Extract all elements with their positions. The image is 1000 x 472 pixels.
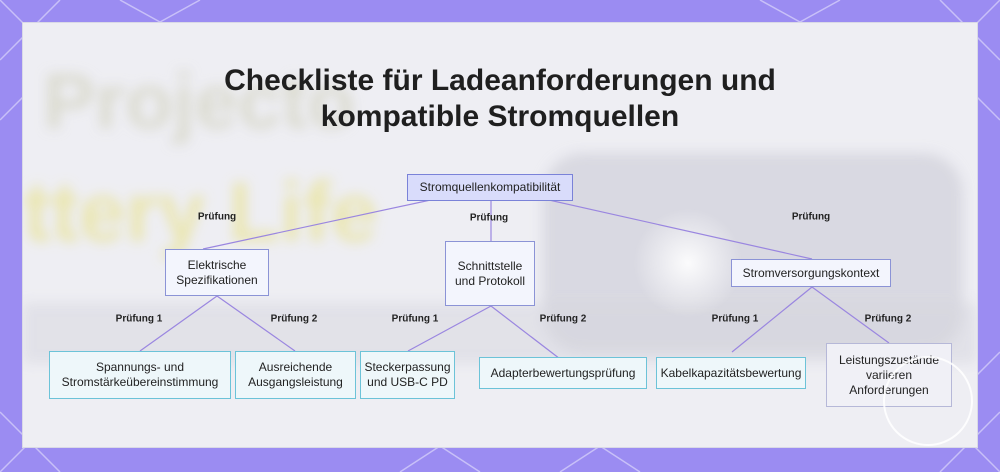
diagram-panel: Projecto ttery Life Checkliste für Ladea… bbox=[22, 22, 978, 448]
node-connector-usb-c-pd: Steckerpassung und USB-C PD bbox=[360, 351, 455, 399]
edge-label-ctx-2: Prüfung 2 bbox=[864, 313, 912, 325]
node-voltage-current-match: Spannungs- und Stromstärkeübereinstimmun… bbox=[49, 351, 231, 399]
node-adapter-rating-check: Adapterbewertungsprüfung bbox=[479, 357, 647, 389]
title-line-1: Checkliste für Ladeanforderungen und bbox=[224, 64, 776, 97]
bg-text-line2: ttery Life bbox=[23, 165, 378, 259]
node-electrical-specs: Elektrische Spezifikationen bbox=[165, 249, 269, 296]
edge-label-root-elec: Prüfung bbox=[197, 211, 237, 223]
edge-label-root-iface: Prüfung bbox=[469, 212, 509, 224]
edge-label-elec-2: Prüfung 2 bbox=[270, 313, 318, 325]
node-interface-protocol: Schnittstelle und Protokoll bbox=[445, 241, 535, 306]
bg-text-line1: Projecto bbox=[43, 57, 355, 145]
node-cable-capacity: Kabelkapazitätsbewertung bbox=[656, 357, 806, 389]
title-line-2: kompatible Stromquellen bbox=[320, 100, 680, 133]
edge-label-iface-2: Prüfung 2 bbox=[539, 313, 587, 325]
blurred-background-photo: Projecto ttery Life bbox=[23, 57, 977, 363]
node-power-context: Stromversorgungskontext bbox=[731, 259, 891, 287]
edge-label-iface-1: Prüfung 1 bbox=[391, 313, 439, 325]
watermark-badge bbox=[883, 356, 973, 446]
edge-label-elec-1: Prüfung 1 bbox=[115, 313, 163, 325]
node-root: Stromquellenkompatibilität bbox=[407, 174, 573, 201]
edge-label-ctx-1: Prüfung 1 bbox=[711, 313, 759, 325]
node-sufficient-output: Ausreichende Ausgangsleistung bbox=[235, 351, 356, 399]
edge-label-root-ctx: Prüfung bbox=[791, 211, 831, 223]
diagram-title: Checkliste für Ladeanforderungen und kom… bbox=[23, 63, 977, 135]
